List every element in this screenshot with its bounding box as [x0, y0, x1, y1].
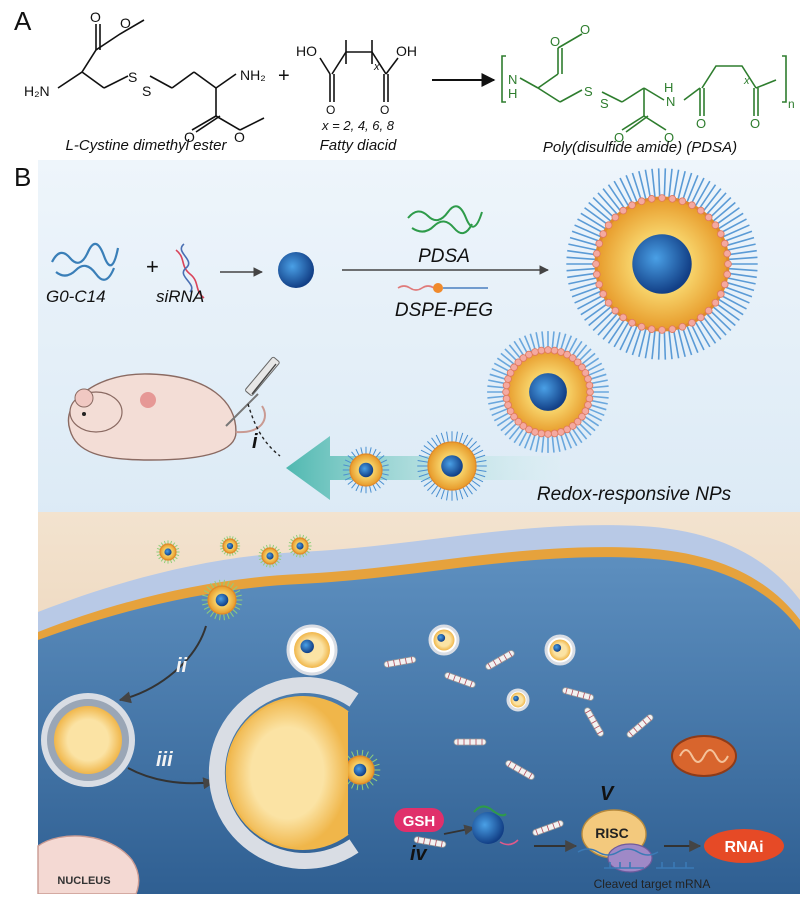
arrow-step-ii: [118, 625, 207, 704]
syringe-icon: [245, 356, 280, 396]
injected-nanoparticles: [342, 331, 609, 501]
nucleus-label: NUCLEUS: [57, 875, 110, 887]
risc-label: RISC: [595, 825, 628, 841]
panel-b-label: B: [14, 162, 31, 192]
pdsa-o1: O: [550, 34, 560, 49]
nanoparticle: [288, 534, 312, 558]
pdsa-sub-x: x: [743, 75, 750, 87]
sirna-fragment: [453, 738, 487, 746]
sirna-fragment: [562, 687, 594, 701]
panel-b-plus: +: [146, 254, 159, 279]
sirna-fragment: [485, 650, 515, 670]
g0c14-squiggle: [51, 242, 120, 281]
step-iv-label: iv: [410, 843, 429, 865]
pdsa-h2: H: [664, 80, 673, 95]
arrow-step-iii: [127, 767, 216, 790]
cystine-ester-structure: [57, 19, 265, 133]
mouse-illustration: [67, 373, 266, 461]
sulfur-2: S: [142, 83, 151, 99]
diacid-o-right: O: [380, 103, 389, 117]
pdsa-s1: S: [584, 84, 593, 99]
nanoparticle: [417, 431, 487, 501]
gsh-badge: GSH: [394, 808, 444, 832]
diacid-o-left: O: [326, 103, 335, 117]
sirna-label: siRNA: [156, 287, 204, 306]
sulfur-1: S: [128, 69, 137, 85]
nanoparticle: [156, 540, 180, 564]
sirna-fragment: [532, 820, 564, 836]
cleaved-mrna-label: Cleaved target mRNA: [594, 877, 711, 891]
pdsa-o3: O: [614, 130, 624, 145]
step-v-label: V: [600, 783, 615, 805]
pdsa-h: H: [508, 86, 517, 101]
product-name: Poly(disulfide amide) (PDSA): [543, 139, 737, 156]
pdsa-s2: S: [600, 96, 609, 111]
sirna-fragment: [383, 656, 417, 668]
risc-complex: RISC: [577, 809, 659, 873]
pdsa-label: PDSA: [418, 246, 470, 267]
sirna-helix: [175, 243, 205, 299]
nanoparticle: [487, 331, 609, 453]
pdsa-structure: [501, 33, 787, 133]
panel-a-plus: +: [278, 65, 290, 87]
pdsa-o5: O: [696, 116, 706, 131]
sirna-fragment: [505, 760, 535, 780]
step-ii-label: ii: [176, 655, 188, 677]
sirna-fragment: [413, 836, 447, 848]
h2n-label: H₂N: [24, 83, 50, 99]
diacid-ho: HO: [296, 43, 317, 59]
sirna-fragment: [444, 672, 476, 688]
nanoparticle: [258, 544, 282, 568]
pdsa-o4: O: [664, 130, 674, 145]
sirna-fragment: [626, 714, 654, 738]
pdsa-o6: O: [750, 116, 760, 131]
late-endosome: [208, 677, 359, 869]
diacid-condition: x = 2, 4, 6, 8: [321, 118, 395, 133]
dspe-peg-lipid: [397, 283, 488, 293]
dspe-peg-label: DSPE-PEG: [395, 300, 493, 321]
nanoparticle: [342, 446, 390, 494]
g0c14-label: G0-C14: [46, 287, 106, 306]
injection-arrow: [286, 436, 560, 500]
sirna-fragments: [383, 650, 654, 848]
diacid-oh: OH: [396, 43, 417, 59]
cleaved-mrna: [604, 862, 694, 869]
nanoparticle: [201, 579, 243, 621]
np-label: Redox-responsive NPs: [537, 484, 732, 505]
step-i-label: i: [252, 431, 258, 453]
complex-core: [278, 252, 314, 288]
gsh-label: GSH: [403, 813, 436, 830]
panel-a-label: A: [14, 6, 32, 36]
pdsa-o2: O: [580, 22, 590, 37]
amine-nh2: NH₂: [240, 67, 266, 83]
injection-dashed-path: [247, 403, 281, 457]
reactant2-name: Fatty diacid: [320, 137, 397, 154]
pdsa-squiggle: [407, 205, 483, 235]
rnai-label: RNAi: [724, 839, 763, 856]
pdsa-n: N: [508, 72, 517, 87]
step-iii-label: iii: [156, 749, 173, 771]
carbonyl-o-bottom: O: [184, 129, 195, 145]
pdsa-n2: N: [666, 94, 675, 109]
nucleus: NUCLEUS: [37, 835, 140, 895]
large-nanoparticle: [566, 168, 758, 360]
carbonyl-o-top: O: [90, 9, 101, 25]
methyl-o-bottom: O: [234, 129, 245, 145]
reactant1-name: L-Cystine dimethyl ester: [66, 137, 228, 154]
mitochondrion: [671, 735, 737, 777]
nanoparticle: [219, 535, 241, 557]
early-endosome: [41, 693, 135, 787]
methyl-o-top: O: [120, 15, 131, 31]
diacid-x: x: [373, 61, 380, 73]
rnai-badge: RNAi: [704, 829, 784, 863]
fatty-diacid-structure: [319, 40, 399, 102]
nanoparticle: [566, 168, 758, 360]
pdsa-sub-n: n: [788, 97, 795, 111]
disassembled-np: [472, 805, 519, 846]
sirna-fragment: [584, 707, 604, 737]
arrow-gsh: [443, 824, 476, 836]
